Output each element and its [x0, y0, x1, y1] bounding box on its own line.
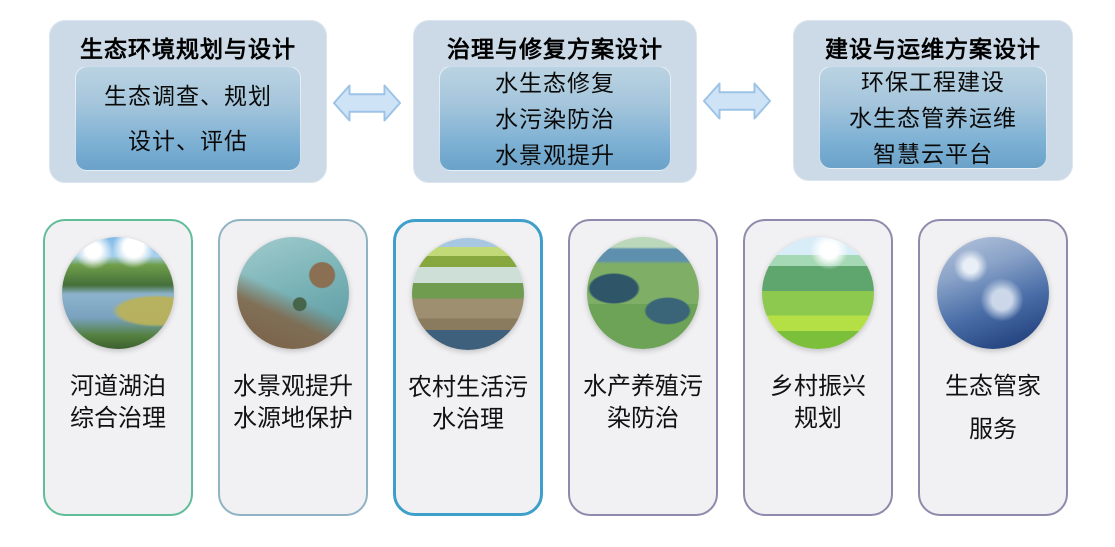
- service-label: 农村生活污 水治理: [408, 374, 528, 433]
- stage-detail-item: 水污染防治: [495, 105, 615, 132]
- stage-title: 生态环境规划与设计: [80, 36, 296, 62]
- stage-detail-box: 生态调查、规划 设计、评估: [75, 66, 301, 171]
- service-card: 生态管家 服务: [918, 219, 1068, 516]
- service-card: 河道湖泊 综合治理: [43, 219, 193, 516]
- stage-detail-item: 生态调查、规划: [104, 82, 272, 109]
- stage-title: 建设与运维方案设计: [825, 36, 1041, 62]
- service-label: 乡村振兴 规划: [770, 373, 866, 432]
- stage-title: 治理与修复方案设计: [447, 36, 663, 62]
- stage-box-planning: 生态环境规划与设计 生态调查、规划 设计、评估: [49, 20, 327, 183]
- water-drop-photo: [937, 237, 1049, 349]
- stage-detail-item: 智慧云平台: [873, 140, 993, 167]
- rural-pond-photo: [412, 238, 524, 350]
- waterfront-aerial-photo: [237, 237, 349, 349]
- double-arrow-icon: [703, 82, 771, 120]
- service-label: 生态管家 服务: [945, 373, 1041, 443]
- service-card: 乡村振兴 规划: [743, 219, 893, 516]
- service-label: 水产养殖污 染防治: [583, 373, 703, 432]
- stage-box-construction-ops: 建设与运维方案设计 环保工程建设 水生态管养运维 智慧云平台: [793, 20, 1073, 181]
- stage-detail-item: 水景观提升: [495, 141, 615, 168]
- stage-detail-item: 水生态修复: [495, 69, 615, 96]
- stage-detail-item: 设计、评估: [128, 127, 248, 154]
- service-card: 水产养殖污 染防治: [568, 219, 718, 516]
- stage-detail-item: 环保工程建设: [861, 68, 1005, 95]
- service-card: 农村生活污 水治理: [393, 219, 543, 516]
- stage-box-remediation: 治理与修复方案设计 水生态修复 水污染防治 水景观提升: [413, 20, 697, 183]
- stage-detail-box: 环保工程建设 水生态管养运维 智慧云平台: [819, 66, 1047, 169]
- fishpond-aerial-photo: [587, 237, 699, 349]
- stage-detail-item: 水生态管养运维: [849, 104, 1017, 131]
- service-label: 水景观提升 水源地保护: [233, 373, 353, 432]
- stage-detail-box: 水生态修复 水污染防治 水景观提升: [439, 66, 671, 171]
- service-label: 河道湖泊 综合治理: [70, 373, 166, 432]
- double-arrow-icon: [333, 84, 401, 122]
- village-valley-photo: [762, 237, 874, 349]
- river-lake-photo: [62, 237, 174, 349]
- service-card: 水景观提升 水源地保护: [218, 219, 368, 516]
